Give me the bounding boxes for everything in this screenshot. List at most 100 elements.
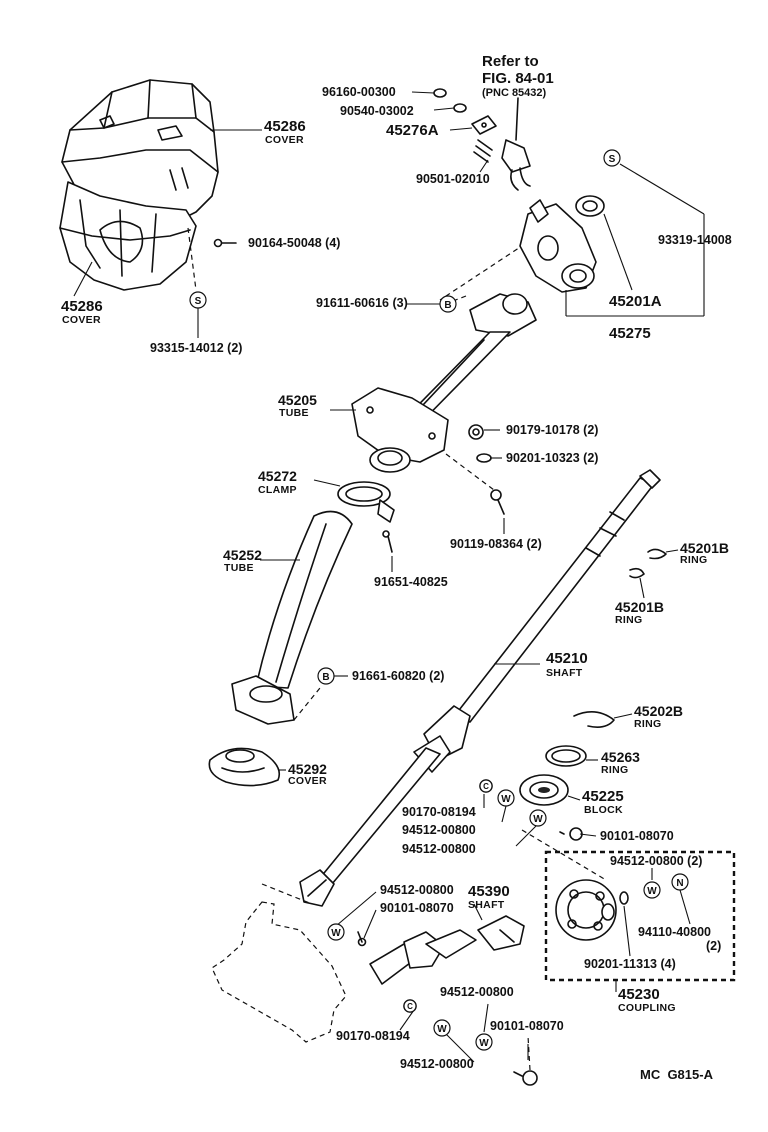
diagram-code: MC G815-A [640,1067,713,1082]
label-45210: 45210 [546,650,588,667]
label-90101-08070-middle: 90101-08070 [380,901,454,915]
label-94512-00800-a: 94512-00800 [402,823,476,837]
label-45286-upper: 45286 [264,118,306,135]
label-45205: 45205 [278,392,317,408]
label-90201-11313: 90201-11313 (4) [584,957,676,971]
label-90201-10323: 90201-10323 (2) [506,451,599,465]
label-45272: 45272 [258,468,297,484]
label-45201B-upper: 45201B [680,540,730,556]
reference-line-3: (PNC 85432) [482,87,547,99]
label-tube-upper: TUBE [279,407,309,419]
svg-text:W: W [533,814,543,825]
marker-w-5: W [433,1019,451,1037]
svg-text:C: C [483,782,489,791]
screw-hole-dashed-line [187,227,197,291]
label-90540-03002: 90540-03002 [340,104,414,118]
marker-s-2: S [603,149,621,167]
label-ring-lower: RING [615,614,643,626]
label-45286-lower: 45286 [61,298,103,315]
marker-b-2: B [317,667,335,685]
washer-90201-11313 [619,891,629,905]
label-91651-40825: 91651-40825 [374,575,448,589]
coupling-dashed-line [521,829,607,881]
label-shaft-main: SHAFT [546,667,583,679]
main-shaft-45210 [299,469,661,907]
label-90101-08070-upper: 90101-08070 [600,829,674,843]
marker-w-1: W [497,789,515,807]
label-90170-08194-upper: 90170-08194 [402,805,476,819]
label-clamp: CLAMP [258,484,297,496]
svg-text:B: B [322,672,329,683]
coupling-45230 [555,879,617,941]
svg-text:W: W [479,1038,489,1049]
label-cover-45292: COVER [288,775,327,787]
svg-text:B: B [444,300,451,311]
svg-text:W: W [437,1024,447,1035]
label-94512-00800-b: 94512-00800 [402,842,476,856]
ring-45263 [545,745,587,767]
ring-45202B [573,711,615,728]
ring-45201B-upper [647,548,667,560]
marker-b-1: B [439,295,457,313]
bolt-90101-lower [513,1070,538,1086]
reference-line-2: FIG. 84-01 [482,70,554,87]
marker-s-1: S [189,291,207,309]
label-tube-lower: TUBE [224,562,254,574]
marker-c-1: C [479,779,493,793]
svg-text:C: C [407,1002,413,1011]
leader-lines [73,91,705,1063]
label-91661-60820: 91661-60820 (2) [352,669,445,683]
label-91611-60616: 91611-60616 (3) [316,296,408,310]
label-94110-40800: 94110-40800 [638,925,711,939]
lower-column-cover [59,181,197,291]
label-96160-00300: 96160-00300 [322,85,396,99]
label-93319-14008: 93319-14008 [658,233,732,247]
label-94110-qty: (2) [706,939,722,953]
label-93315-14012: 93315-14012 (2) [150,341,243,355]
lock-cylinder-45201A [575,195,605,217]
key-switch-parts [433,88,531,191]
label-45263: 45263 [601,749,640,765]
bolt-90101-middle [357,931,367,947]
svg-text:W: W [501,794,511,805]
label-coupling: COUPLING [618,1002,676,1014]
svg-text:W: W [647,886,657,897]
reference-line-1: Refer to [482,53,539,70]
steering-gear-outline [211,901,347,1043]
lock-housing-45275 [519,199,597,293]
label-94512-00800-f: 94512-00800 [400,1057,474,1071]
label-45230: 45230 [618,986,660,1003]
label-45292: 45292 [288,761,327,777]
label-45202B: 45202B [634,703,684,719]
bolt-91651 [382,530,393,553]
label-90170-08194-lower: 90170-08194 [336,1029,410,1043]
intermediate-shaft-45390 [369,915,525,985]
label-90164-50048: 90164-50048 (4) [248,236,341,250]
bolt-90101-upper [559,827,583,841]
lower-bolt-dashed-line [527,1035,531,1071]
block-45225 [519,774,569,806]
svg-text:S: S [609,154,616,165]
fastener-dashed-line [445,453,495,491]
label-90501-02010: 90501-02010 [416,172,490,186]
svg-text:N: N [676,878,683,889]
label-shaft-45390: SHAFT [468,899,505,911]
svg-text:W: W [331,928,341,939]
label-94512-00800-kit: 94512-00800 (2) [610,854,703,868]
lower-tube-45252 [231,510,353,725]
clamp-45272 [337,481,395,523]
bolt-90119 [490,489,505,515]
coupling-kit-box [544,850,736,982]
marker-w-3: W [643,881,661,899]
fastener-nuts [468,424,492,463]
marker-n-1: N [671,873,689,891]
label-90179-10178: 90179-10178 (2) [506,423,599,437]
label-45225: 45225 [582,788,624,805]
label-block: BLOCK [584,804,623,816]
label-45276A: 45276A [386,122,439,139]
column-tube-assembly [351,293,537,473]
label-45252: 45252 [223,547,262,563]
label-45201B-lower: 45201B [615,599,665,615]
marker-c-2: C [403,999,417,1013]
